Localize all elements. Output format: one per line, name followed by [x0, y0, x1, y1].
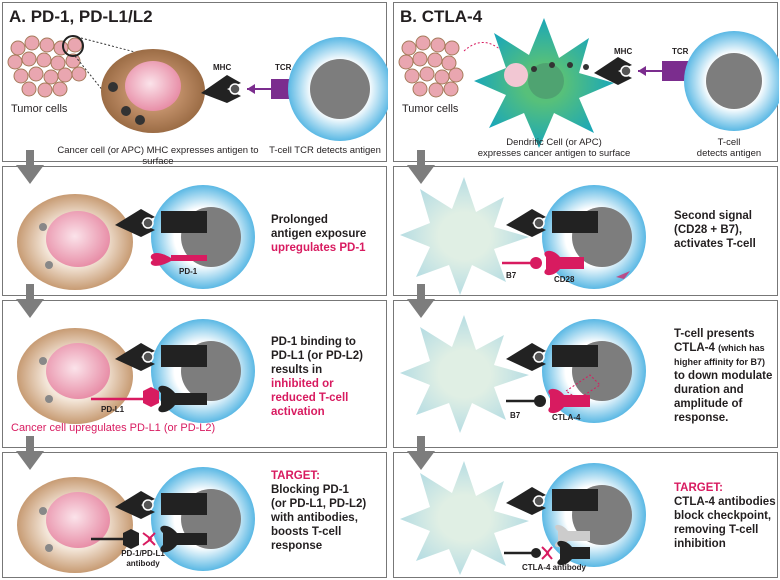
pd1-label: PD-1: [179, 267, 198, 276]
panel-b-row3: B7 CTLA-4 T-cell presents CTLA-4 (which …: [393, 300, 778, 448]
ctla4-antibody-label: CTLA-4 antibody: [522, 563, 586, 572]
panel-a-title: A. PD-1, PD-L1/L2: [9, 7, 153, 26]
panel-a-row1: A. PD-1, PD-L1/L2 Tumor cells MHC TCR Ca…: [2, 2, 388, 167]
panel-b-row1: B. CTLA-4 Tumor cells MHC TCR Dendritic …: [393, 2, 779, 162]
panel-b-title: B. CTLA-4: [400, 7, 483, 26]
antibody-icon: [142, 532, 156, 546]
mhc-label: MHC: [213, 63, 232, 72]
panel-a-row1-illustration: [7, 35, 388, 141]
dendritic-caption: Dendritic Cell (or APC)expresses cancer …: [477, 137, 631, 159]
row2-text-b: Second signal(CD28 + B7),activates T-cel…: [674, 210, 756, 250]
row3-text-b: T-cell presents CTLA-4 (which has higher…: [674, 328, 773, 424]
ctla4-receptor: [548, 388, 590, 414]
panel-a-row2-illustration: [7, 181, 255, 290]
b7-label-b: B7: [510, 411, 521, 420]
tcell-caption: T-cell TCR detects antigen: [269, 145, 381, 156]
b7-label: B7: [506, 271, 517, 280]
ctla4-label: CTLA-4: [552, 413, 581, 422]
panel-b-row1-illustration: [398, 18, 779, 148]
tumor-cells-label-b: Tumor cells: [402, 103, 459, 115]
tumor-cluster-icon: [7, 35, 87, 98]
tcr-label: TCR: [275, 63, 292, 72]
tumor-cells-label: Tumor cells: [11, 103, 68, 115]
row4-text: TARGET: Blocking PD-1(or PD-L1, PD-L2)wi…: [271, 470, 367, 552]
cd28-label: CD28: [554, 275, 575, 284]
panel-b-row4: CTLA-4 antibody TARGET: CTLA-4 antibodie…: [393, 452, 778, 578]
pd1-receptor: [150, 252, 171, 266]
mhc-receptor: [201, 75, 241, 103]
pdl1-label: PD-L1: [101, 405, 125, 414]
mhc-label-b: MHC: [614, 47, 633, 56]
tcr-label-b: TCR: [672, 47, 689, 56]
pdl1-ligand: [143, 387, 159, 407]
cancer-cell-caption: Cancer cell (or APC) MHC expresses antig…: [57, 145, 259, 167]
row3-caption: Cancer cell upregulates PD-L1 (or PD-L2): [11, 422, 216, 434]
panel-b-row2: B7 CD28 Second signal(CD28 + B7),activat…: [393, 166, 778, 296]
